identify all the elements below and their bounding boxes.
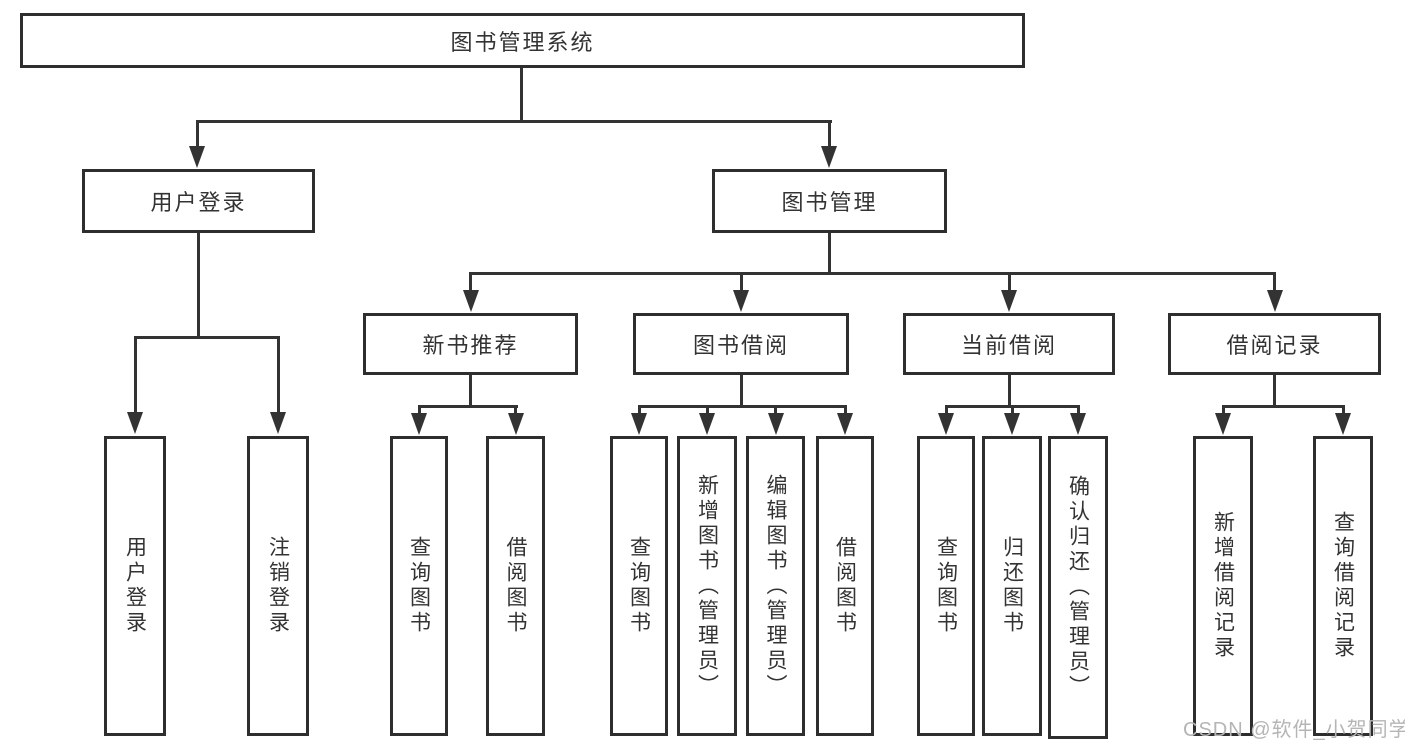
arrow-down-icon (938, 413, 954, 435)
node-root-label: 图书管理系统 (450, 29, 595, 55)
connector-line (469, 375, 472, 405)
arrow-down-icon (411, 413, 427, 435)
node-user-login: 用户登录 (82, 169, 315, 233)
connector-line (133, 336, 280, 339)
leaf-label: 用户登录 (123, 536, 147, 636)
leaf-label: 借阅图书 (504, 536, 527, 636)
node-root: 图书管理系统 (20, 13, 1025, 68)
leaf-label: 查询图书 (627, 536, 651, 636)
arrow-down-icon (1004, 413, 1020, 435)
arrow-down-icon (127, 412, 143, 434)
arrow-down-icon (1215, 413, 1231, 435)
connector-line (739, 272, 743, 292)
leaf-query-books-2: 查询图书 (610, 436, 668, 736)
watermark: CSDN @软件_小贺同学 (1183, 719, 1405, 741)
node-current-borrowing-label: 当前借阅 (960, 333, 1057, 358)
arrow-down-icon (189, 146, 205, 168)
connector-line (828, 120, 831, 148)
connector-line (828, 233, 831, 272)
arrow-down-icon (1001, 290, 1017, 312)
connector-line (197, 233, 200, 336)
connector-line (774, 405, 777, 416)
node-borrowing-records-label: 借阅记录 (1226, 333, 1323, 358)
leaf-label: 借阅图书 (833, 536, 857, 636)
connector-line (519, 68, 523, 120)
connector-line (843, 405, 847, 416)
connector-line (1273, 272, 1276, 292)
node-book-borrowing-label: 图书借阅 (692, 333, 789, 358)
node-new-book-recommend: 新书推荐 (363, 313, 578, 375)
arrow-down-icon (767, 413, 784, 435)
node-borrowing-records: 借阅记录 (1168, 313, 1381, 375)
arrow-down-icon (821, 146, 837, 168)
connector-line (417, 405, 421, 416)
connector-line (514, 405, 517, 416)
leaf-label: 确认归还（管理员） (1066, 475, 1090, 700)
node-book-borrowing: 图书借阅 (633, 313, 849, 375)
connector-line (1341, 405, 1345, 416)
arrow-down-icon (1335, 413, 1351, 435)
leaf-label: 注销登录 (266, 536, 290, 636)
connector-line (417, 405, 518, 408)
leaf-label: 新增借阅记录 (1211, 511, 1235, 661)
arrow-down-icon (1070, 413, 1086, 435)
node-user-login-label: 用户登录 (150, 190, 247, 215)
connector-line (1007, 272, 1011, 292)
arrow-down-icon (507, 413, 524, 435)
leaf-query-books-3: 查询图书 (917, 436, 975, 736)
leaf-borrow-books-1: 借阅图书 (486, 436, 545, 736)
connector-line (1273, 375, 1276, 405)
arrow-down-icon (631, 413, 647, 435)
leaf-add-book-admin: 新增图书（管理员） (677, 436, 737, 736)
arrow-down-icon (837, 413, 853, 435)
leaf-user-login: 用户登录 (104, 436, 166, 736)
leaf-label: 查询图书 (407, 536, 431, 636)
leaf-return-books: 归还图书 (982, 436, 1042, 736)
connector-line (944, 405, 948, 416)
connector-line (1076, 405, 1080, 416)
leaf-label: 查询借阅记录 (1331, 511, 1355, 661)
node-current-borrowing: 当前借阅 (903, 313, 1115, 375)
connector-line (133, 336, 137, 414)
arrow-down-icon (699, 413, 715, 435)
arrow-down-icon (270, 412, 286, 434)
leaf-add-borrow-record: 新增借阅记录 (1193, 436, 1253, 736)
connector-line (469, 272, 472, 292)
leaf-logout-login: 注销登录 (247, 436, 309, 736)
connector-line (276, 336, 280, 414)
leaf-edit-book-admin: 编辑图书（管理员） (746, 436, 805, 736)
connector-line (1007, 375, 1011, 405)
connector-line (195, 120, 199, 148)
leaf-borrow-books-2: 借阅图书 (816, 436, 874, 736)
connector-line (1221, 405, 1225, 416)
connector-line (637, 405, 847, 408)
connector-line (739, 375, 743, 405)
arrow-down-icon (733, 290, 749, 312)
connector-line (705, 405, 709, 416)
node-book-management-label: 图书管理 (781, 190, 878, 215)
connector-line (195, 120, 832, 123)
leaf-query-borrow-record: 查询借阅记录 (1313, 436, 1373, 736)
connector-line (1010, 405, 1014, 416)
leaf-label: 编辑图书（管理员） (764, 473, 787, 699)
connector-line (1221, 405, 1345, 408)
node-book-management: 图书管理 (712, 169, 947, 233)
leaf-label: 查询图书 (934, 536, 958, 636)
connector-line (637, 405, 641, 416)
arrow-down-icon (462, 290, 479, 312)
leaf-label: 归还图书 (1000, 536, 1024, 636)
node-new-book-recommend-label: 新书推荐 (422, 333, 519, 358)
connector-line (469, 272, 1275, 275)
arrow-down-icon (1266, 290, 1283, 312)
leaf-query-books-1: 查询图书 (390, 436, 448, 736)
leaf-confirm-return-admin: 确认归还（管理员） (1048, 436, 1108, 739)
leaf-label: 新增图书（管理员） (695, 473, 719, 699)
